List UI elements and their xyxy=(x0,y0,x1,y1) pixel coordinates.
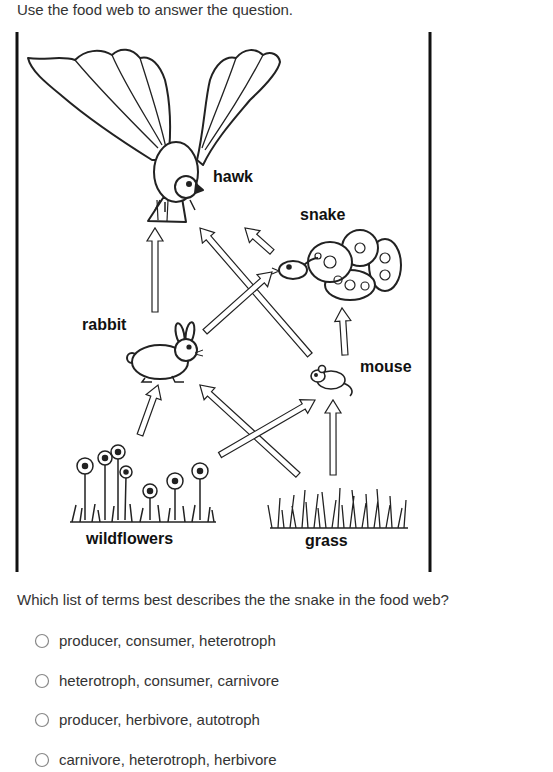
organism-label: rabbit xyxy=(82,316,126,334)
snake-drawing xyxy=(272,230,401,300)
energy-flow-arrow xyxy=(147,228,163,312)
organism-label: wildflowers xyxy=(86,530,173,548)
energy-flow-arrow xyxy=(335,308,351,355)
answer-option: carnivore, heterotroph, herbivore xyxy=(59,751,277,769)
answer-option: producer, herbivore, autotroph xyxy=(59,711,260,729)
organism-label: grass xyxy=(305,532,348,550)
grass-drawing xyxy=(268,488,408,528)
flower-heads xyxy=(77,445,208,498)
energy-flow-arrow xyxy=(200,228,312,357)
organism-label: snake xyxy=(300,206,345,224)
wildflowers-drawing xyxy=(70,445,216,522)
radio-buttons xyxy=(36,635,49,767)
frame-lines xyxy=(17,32,430,572)
organism-node: mouse xyxy=(305,355,425,400)
question-instruction: Use the food web to answer the question. xyxy=(17,1,293,19)
energy-flow-arrow xyxy=(325,400,341,475)
organism-node: wildflowers xyxy=(65,435,220,552)
answer-option: heterotroph, consumer, carnivore xyxy=(59,672,279,690)
answer-option: producer, consumer, heterotroph xyxy=(59,632,276,650)
mouse-drawing xyxy=(311,366,352,397)
question-text: Which list of terms best describes the t… xyxy=(17,591,449,609)
organism-label: mouse xyxy=(360,358,412,376)
organism-label: hawk xyxy=(213,168,253,186)
organism-node: hawk xyxy=(25,40,285,228)
energy-flow-arrow xyxy=(200,385,300,477)
rabbit-drawing xyxy=(127,321,203,382)
energy-flow-arrow xyxy=(203,272,272,334)
organism-node: snake xyxy=(272,200,412,308)
hawk-drawing xyxy=(28,50,280,222)
organism-node: rabbit xyxy=(78,312,205,385)
energy-flow-arrow xyxy=(219,400,316,458)
organism-node: grass xyxy=(265,475,412,552)
energy-flow-arrow xyxy=(137,385,161,436)
energy-flow-arrow xyxy=(245,228,274,254)
